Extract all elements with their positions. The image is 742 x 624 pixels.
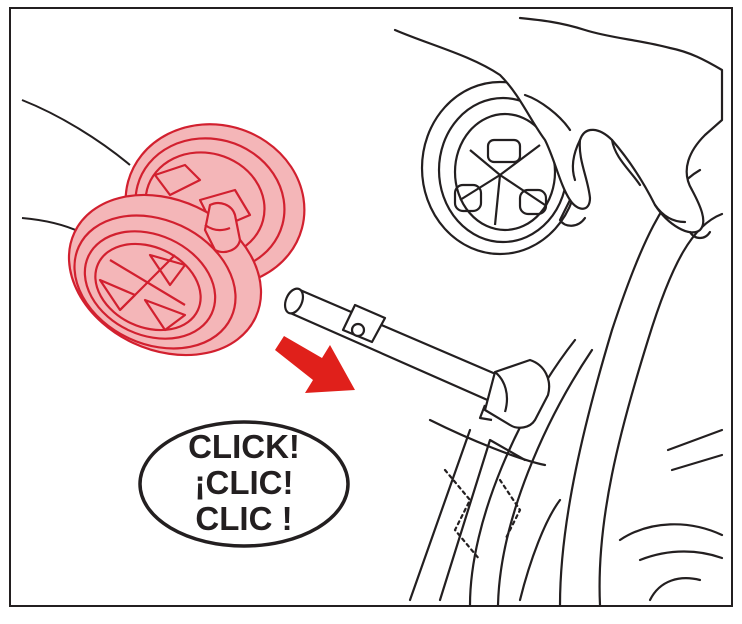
callout-line-3: CLIC ! (195, 500, 292, 537)
click-callout: CLICK! ¡CLIC! CLIC ! (138, 420, 350, 548)
wheel-icon (21, 99, 306, 357)
axle (283, 287, 551, 429)
arrow-right-down-icon (275, 336, 355, 393)
callout-line-1: CLICK! (188, 428, 300, 465)
callout-bubble (138, 420, 350, 548)
callout-line-2: ¡CLIC! (195, 464, 294, 501)
hand-icon (393, 16, 724, 240)
diagram-border (9, 7, 733, 607)
